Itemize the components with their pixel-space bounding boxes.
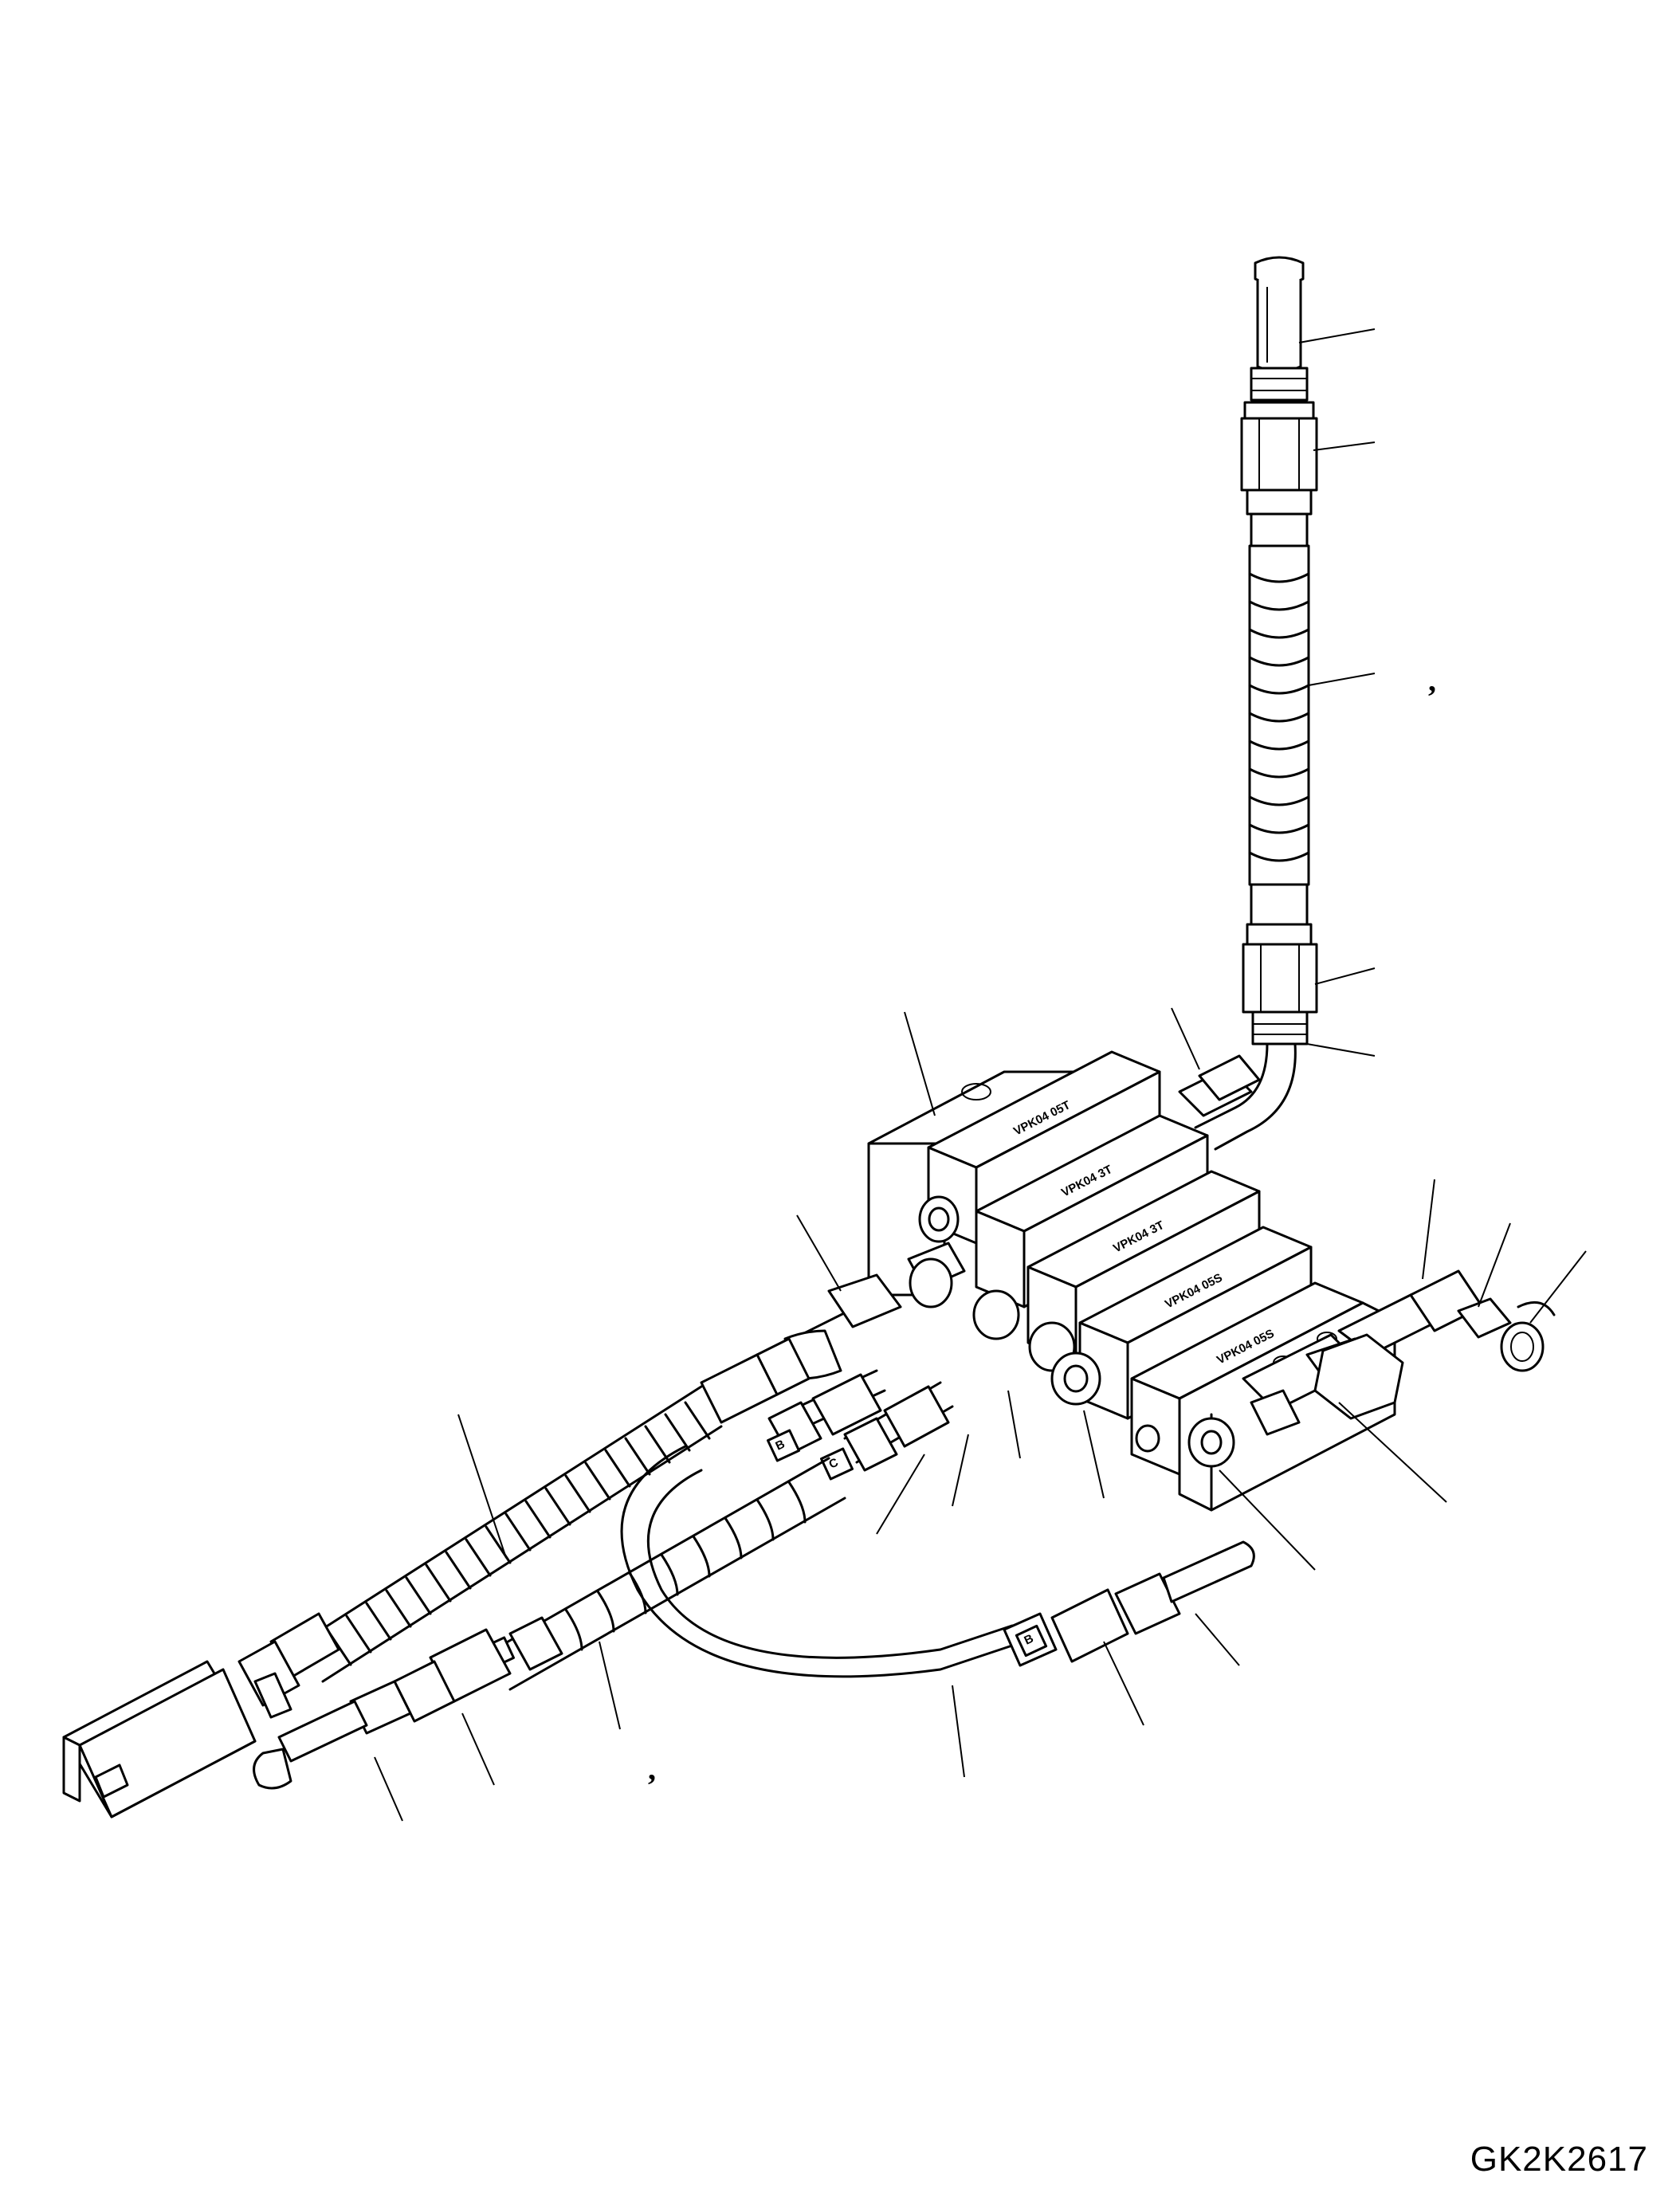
vertical-hose-assembly xyxy=(1194,256,1318,1151)
callout-suffix-1: , xyxy=(1428,662,1436,698)
relief-fitting xyxy=(1242,1333,1404,1436)
outlet-fittings xyxy=(907,1195,1235,1468)
branch-hoses: B C C B xyxy=(253,1369,1255,1790)
spiral-guard-vertical xyxy=(1248,544,1310,886)
main-hose-assembly xyxy=(62,1273,902,1818)
spring-guard xyxy=(301,1385,723,1683)
distributor-block: VPK04 05T VPK04 3T VPK04 3T VPK04 05S xyxy=(867,1050,1556,1512)
drawing-code-label: GK2K2617 xyxy=(1470,2140,1648,2179)
electrical-connector xyxy=(62,1612,340,1818)
callout-leaders xyxy=(374,328,1587,1822)
inlet-elbow-fitting xyxy=(1178,1054,1261,1117)
callout-suffix-2: , xyxy=(648,1751,656,1787)
right-elbow-and-nipple xyxy=(1337,1269,1556,1372)
